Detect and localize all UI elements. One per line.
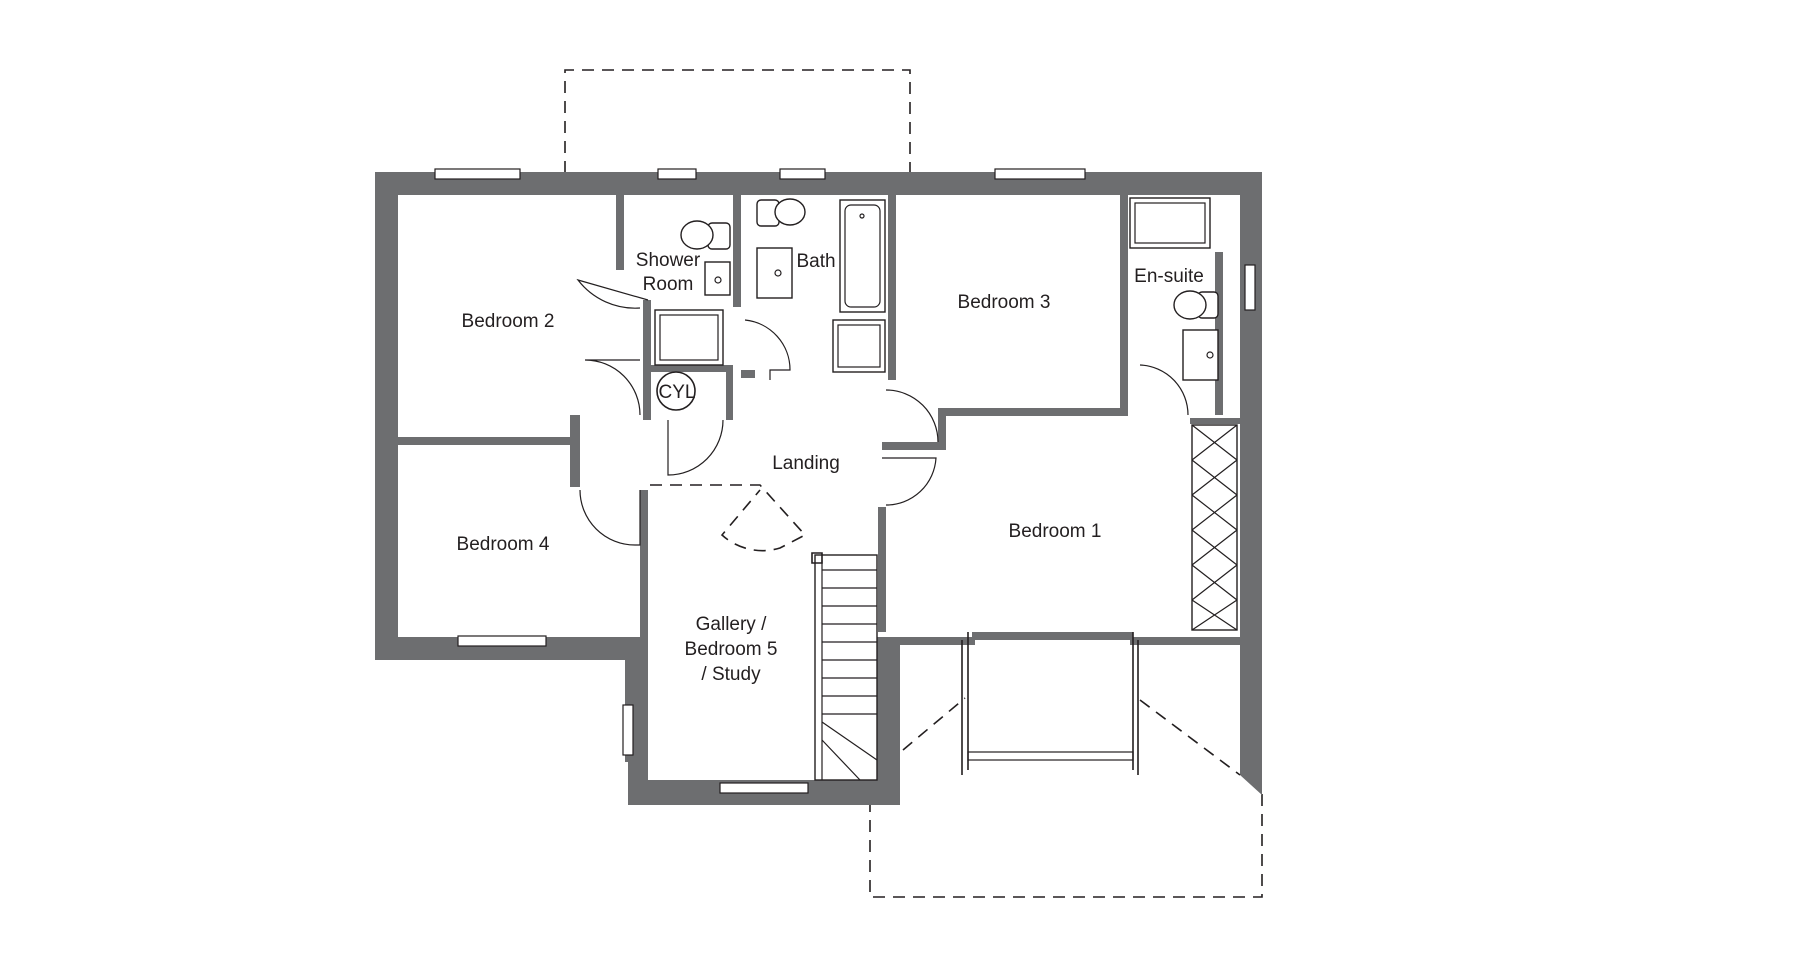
label-landing: Landing [772, 453, 840, 474]
label-cylinder: CYL [659, 382, 696, 403]
cylinder-icon [656, 371, 696, 411]
label-gallery-line3: / Study [701, 664, 761, 685]
windows [434, 168, 1256, 794]
wardrobe [1191, 424, 1238, 631]
fixtures [654, 197, 1219, 381]
outline-upper-dashed [564, 69, 911, 173]
staircase [811, 552, 878, 781]
exterior-walls [375, 172, 1262, 805]
label-bedroom-3: Bedroom 3 [958, 292, 1051, 313]
label-gallery-line2: Bedroom 5 [685, 639, 778, 660]
label-shower-room-line2: Room [643, 274, 694, 295]
label-en-suite: En-suite [1134, 266, 1204, 287]
outline-lower-dashed [869, 790, 1263, 898]
label-bedroom-1: Bedroom 1 [1009, 521, 1102, 542]
bay-lines [902, 632, 1241, 776]
interior-walls [398, 195, 1240, 637]
label-bedroom-4: Bedroom 4 [457, 534, 550, 555]
label-gallery-line1: Gallery / [696, 614, 767, 635]
label-shower-room-line1: Shower [636, 250, 701, 271]
label-bath: Bath [796, 251, 835, 272]
label-bedroom-2: Bedroom 2 [462, 311, 555, 332]
doors [576, 278, 1189, 552]
